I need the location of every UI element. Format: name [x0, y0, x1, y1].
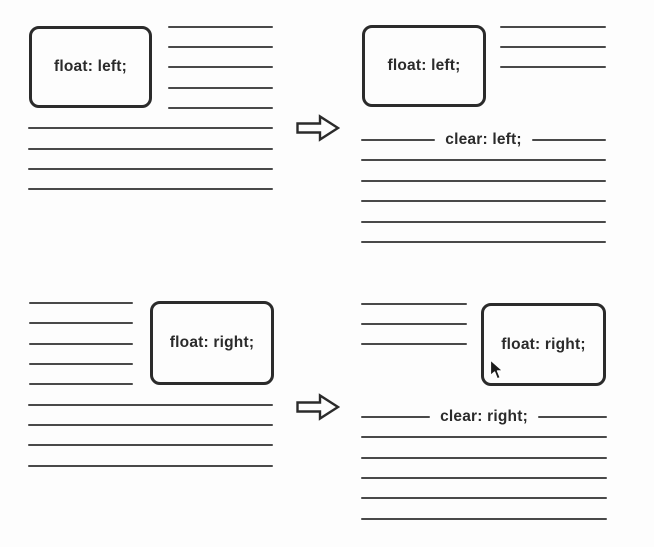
- text-line: [361, 457, 607, 459]
- clear-right-label: clear: right;: [440, 408, 528, 425]
- float-right-box-after: float: right;: [481, 303, 606, 386]
- clear-left-label: clear: left;: [445, 131, 522, 148]
- text-line: [361, 343, 467, 345]
- text-line: [28, 148, 273, 150]
- text-line: [28, 404, 273, 406]
- text-line: [168, 66, 273, 68]
- text-line: [28, 188, 273, 190]
- text-line: [361, 180, 606, 182]
- text-line: [500, 46, 606, 48]
- text-line: [28, 424, 273, 426]
- text-line: [361, 436, 607, 438]
- float-left-box-label: float: left;: [54, 58, 127, 75]
- text-line: [361, 200, 606, 202]
- text-line: [500, 26, 606, 28]
- text-line: [29, 302, 133, 304]
- text-line: [168, 46, 273, 48]
- text-line: [361, 518, 607, 520]
- clear-right-divider: clear: right;: [361, 408, 607, 426]
- text-line: [29, 363, 133, 365]
- float-right-box-label: float: right;: [501, 335, 586, 353]
- text-line: [28, 444, 273, 446]
- text-line: [28, 168, 273, 170]
- text-line: [361, 323, 467, 325]
- text-line: [361, 477, 607, 479]
- float-left-box-after: float: left;: [362, 25, 486, 107]
- text-line: [29, 383, 133, 385]
- float-left-box-before: float: left;: [29, 26, 152, 108]
- transform-arrow-icon: [296, 114, 340, 142]
- text-line: [361, 497, 607, 499]
- float-left-box-label: float: left;: [387, 57, 461, 74]
- text-line: [29, 343, 133, 345]
- text-line: [361, 303, 467, 305]
- float-right-box-label: float: right;: [169, 334, 255, 351]
- text-line: [28, 465, 273, 467]
- text-line: [168, 107, 273, 109]
- text-line: [361, 221, 606, 223]
- text-line: [500, 66, 606, 68]
- float-right-box-before: float: right;: [150, 301, 274, 385]
- divider-line: [361, 139, 436, 141]
- text-line: [168, 87, 273, 89]
- clear-left-divider: clear: left;: [361, 131, 607, 149]
- text-line: [361, 241, 606, 243]
- text-line: [168, 26, 273, 28]
- text-line: [29, 322, 133, 324]
- divider-line: [537, 416, 607, 418]
- divider-line: [531, 139, 607, 141]
- text-line: [28, 127, 273, 129]
- transform-arrow-icon: [296, 393, 340, 421]
- divider-line: [361, 416, 431, 418]
- mouse-cursor-icon: [489, 359, 504, 380]
- text-line: [361, 159, 606, 161]
